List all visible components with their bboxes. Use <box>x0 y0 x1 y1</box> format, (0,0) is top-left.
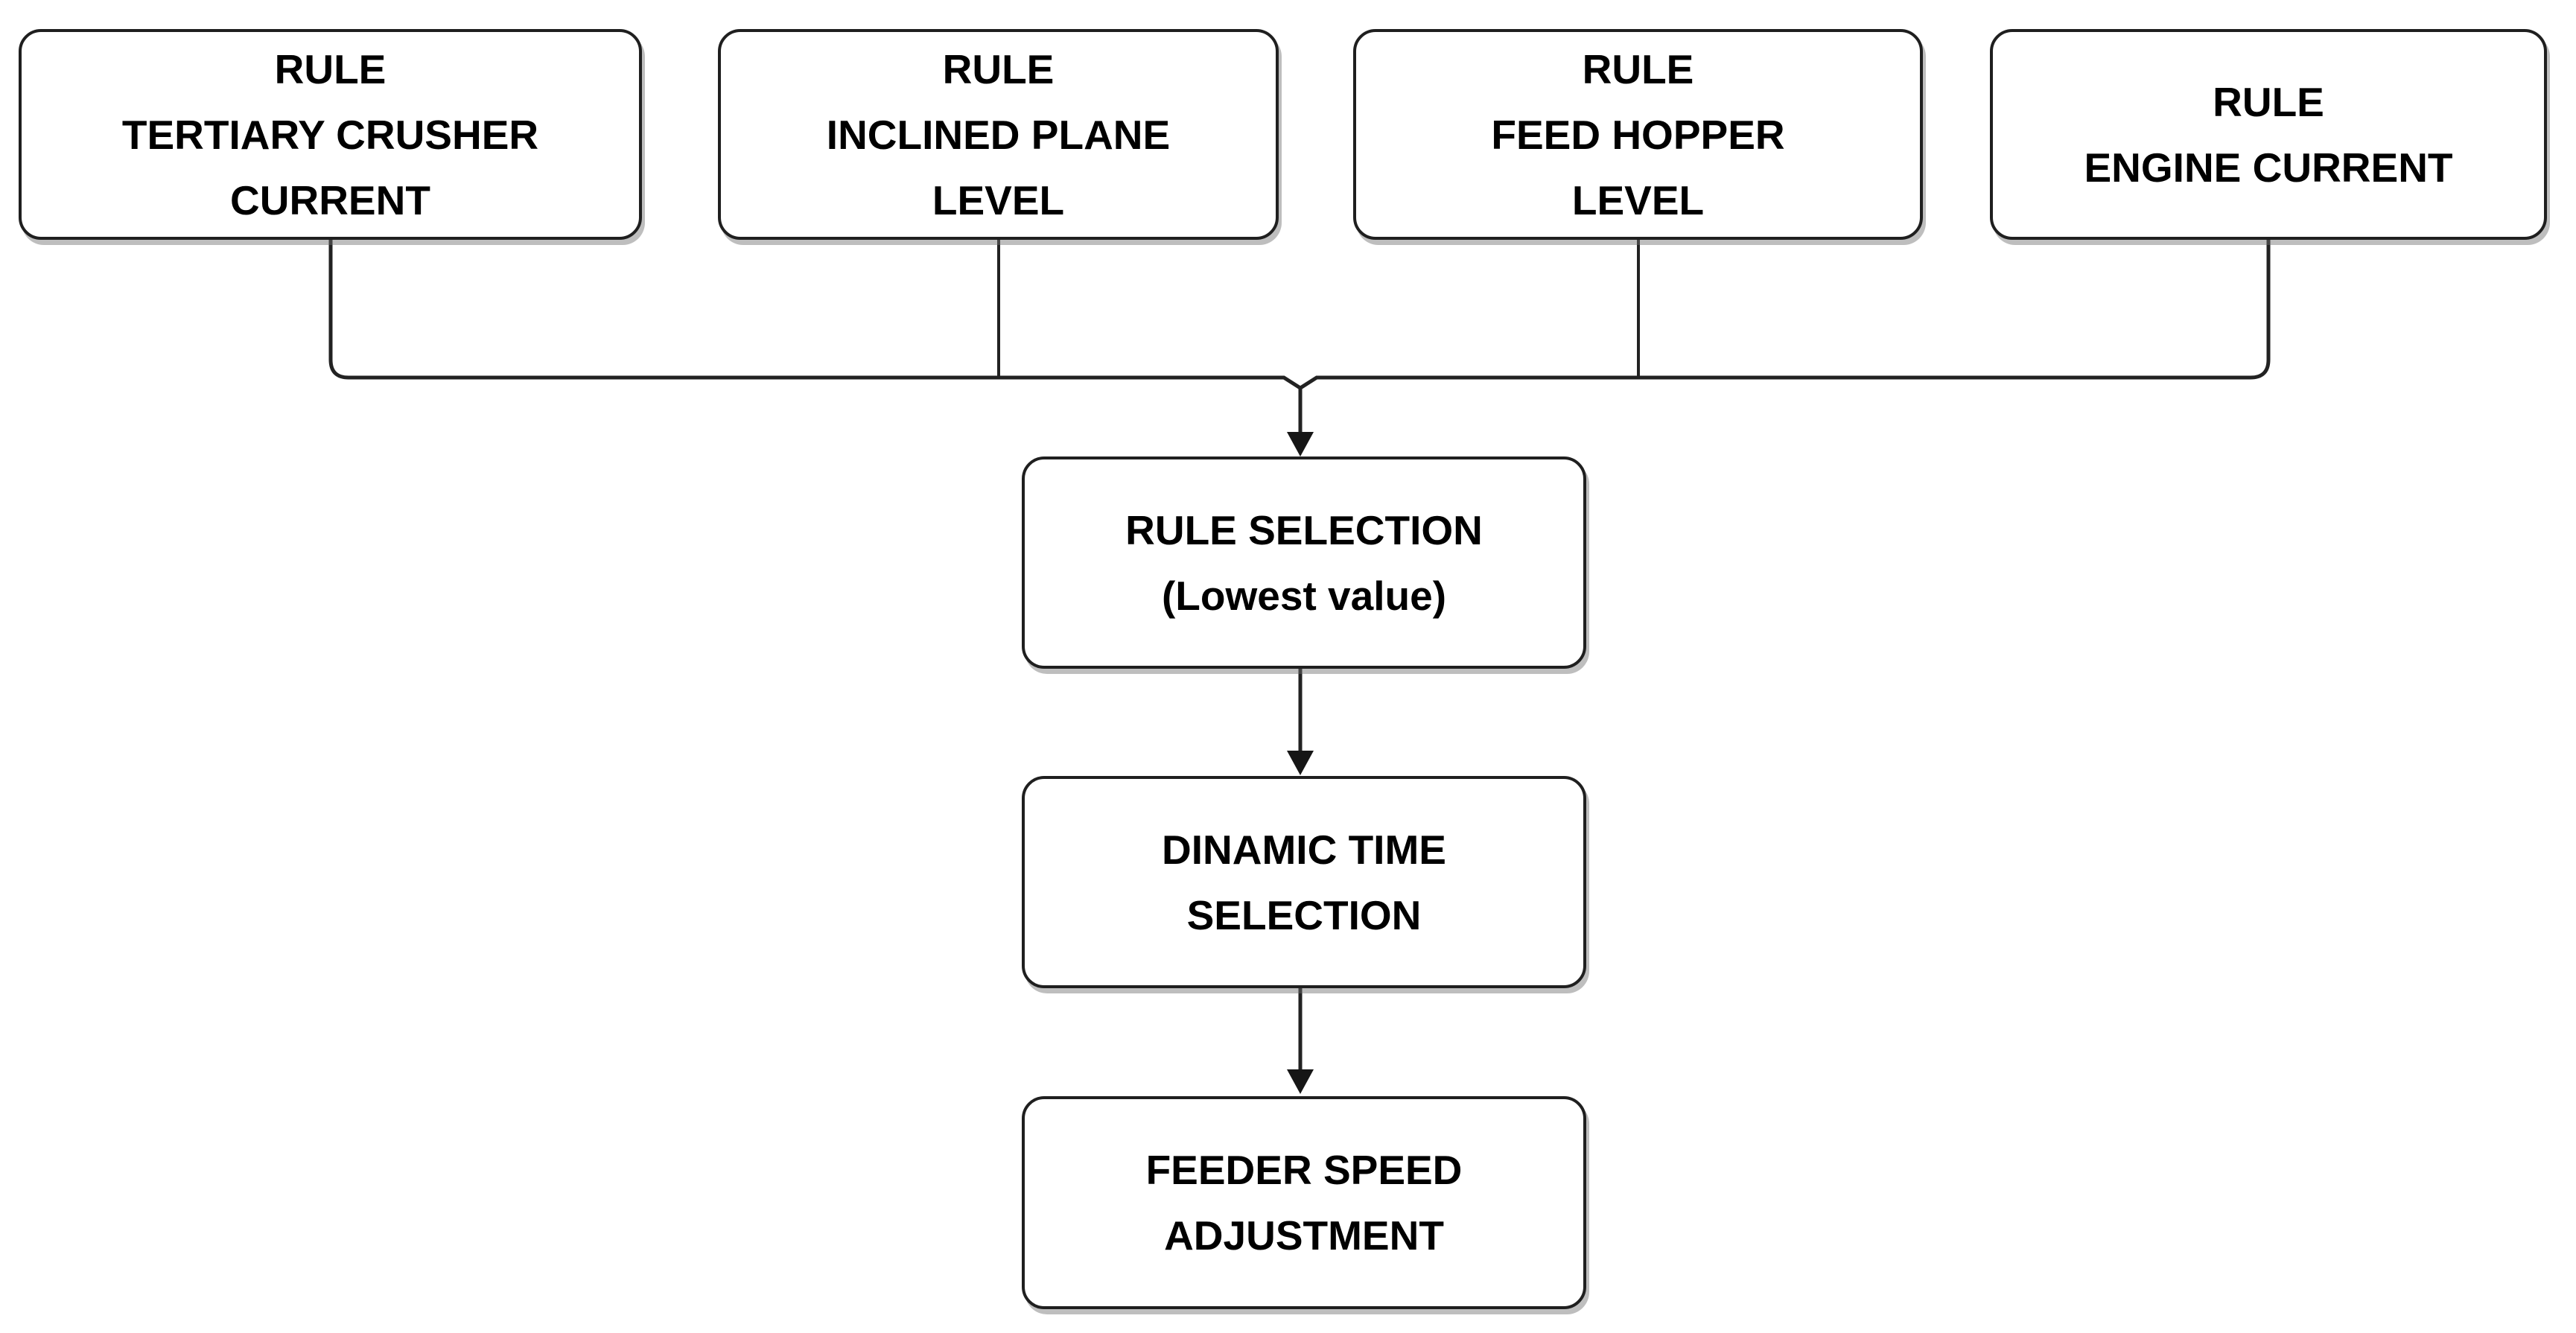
node-text-line: RULE <box>274 45 387 92</box>
node-dynamic-time-selection: DINAMIC TIME SELECTION <box>1022 776 1586 988</box>
node-rule-feed-hopper-level: RULE FEED HOPPER LEVEL <box>1353 29 1923 240</box>
arrowhead-feeder-speed <box>1287 1069 1314 1094</box>
node-text-line: INCLINED PLANE <box>826 111 1171 158</box>
node-text-line: ADJUSTMENT <box>1164 1212 1444 1259</box>
arrowhead-rule-selection <box>1287 432 1314 456</box>
node-text-line: RULE <box>2213 78 2324 125</box>
node-text-line: CURRENT <box>230 176 430 223</box>
node-rule-tertiary-crusher-current: RULE TERTIARY CRUSHER CURRENT <box>19 29 642 240</box>
node-text-line: RULE <box>1582 45 1694 92</box>
node-text-line: SELECTION <box>1186 891 1422 938</box>
connector-collector-rail <box>328 240 2271 390</box>
node-rule-engine-current: RULE ENGINE CURRENT <box>1990 29 2547 240</box>
node-text-line: TERTIARY CRUSHER <box>121 111 539 158</box>
node-text-line: (Lowest value) <box>1161 572 1447 619</box>
node-text-line: LEVEL <box>1571 176 1705 223</box>
node-text-line: DINAMIC TIME <box>1162 826 1446 873</box>
node-rule-inclined-plane-level: RULE INCLINED PLANE LEVEL <box>718 29 1279 240</box>
arrowhead-dynamic-time <box>1287 751 1314 775</box>
node-rule-selection: RULE SELECTION (Lowest value) <box>1022 456 1586 669</box>
node-text-line: FEED HOPPER <box>1491 111 1785 158</box>
node-text-line: LEVEL <box>932 176 1065 223</box>
node-text-line: RULE SELECTION <box>1125 506 1483 553</box>
node-text-line: ENGINE CURRENT <box>2084 144 2453 191</box>
node-text-line: RULE <box>942 45 1055 92</box>
node-text-line: FEEDER SPEED <box>1145 1147 1463 1193</box>
node-feeder-speed-adjustment: FEEDER SPEED ADJUSTMENT <box>1022 1096 1586 1309</box>
